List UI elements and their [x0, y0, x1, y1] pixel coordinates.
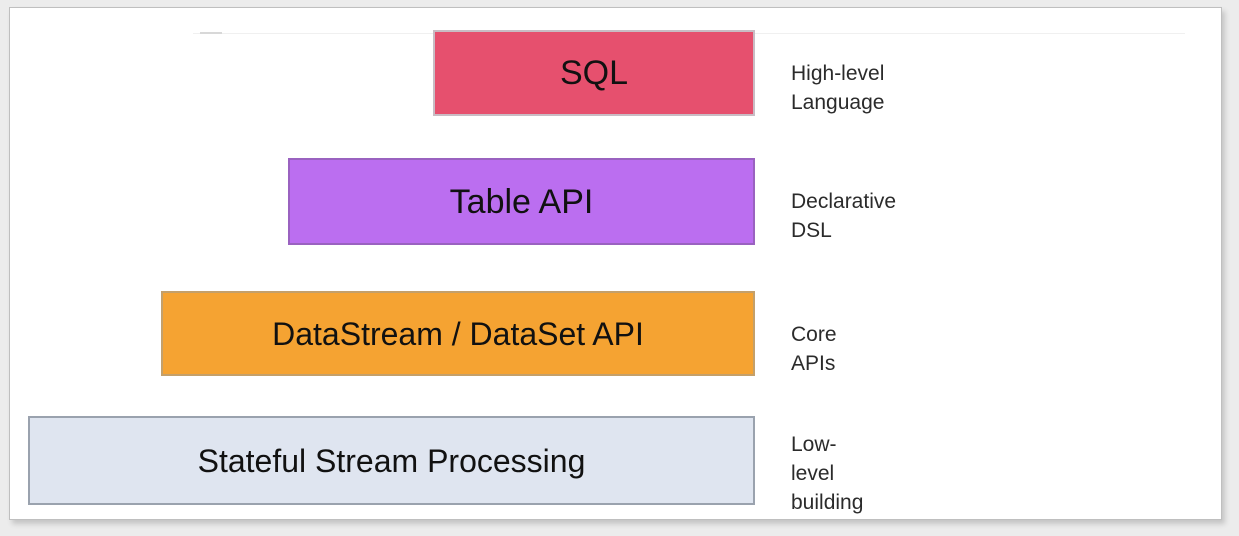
layer-description-stateful-stream-processing: Low-level building block (streams, state…: [791, 433, 864, 514]
layer-bar-datastream-dataset-api[interactable]: DataStream / DataSet API: [161, 291, 755, 376]
layer-description-datastream-dataset-api: Core APIs: [791, 323, 837, 375]
layer-bar-stateful-stream-processing[interactable]: Stateful Stream Processing: [28, 416, 755, 505]
layer-bar-label-datastream-dataset-api: DataStream / DataSet API: [272, 315, 644, 352]
layer-bar-label-table-api: Table API: [449, 182, 594, 221]
top-hairline-stub: [200, 32, 222, 34]
layer-description-table-api: Declarative DSL: [791, 190, 897, 242]
diagram-card: SQL High-level Language Table API Declar…: [9, 7, 1222, 520]
layer-bar-table-api[interactable]: Table API: [288, 158, 755, 245]
layer-bar-label-sql: SQL: [559, 54, 629, 92]
layer-bar-sql[interactable]: SQL: [433, 30, 755, 116]
layer-bar-label-stateful-stream-processing: Stateful Stream Processing: [197, 442, 586, 479]
layer-description-sql: High-level Language: [791, 62, 885, 114]
